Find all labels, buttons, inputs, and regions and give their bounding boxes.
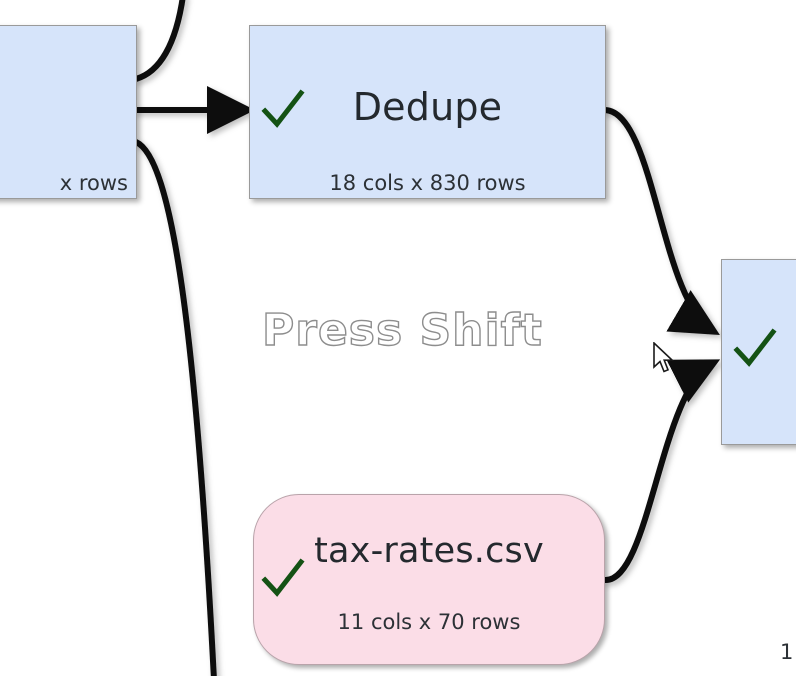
edge-left-upward[interactable] xyxy=(133,0,186,82)
check-icon xyxy=(261,558,305,602)
dedupe-node-subtitle: 18 cols x 830 rows xyxy=(329,171,526,195)
edge-csv-to-right[interactable] xyxy=(602,359,721,584)
edge-dedupe-to-right[interactable] xyxy=(602,107,720,336)
dedupe-node-title: Dedupe xyxy=(352,85,503,129)
right-node-subtitle: 1 xyxy=(780,640,794,664)
press-shift-hint: Press Shift xyxy=(261,304,543,356)
left-node-subtitle: x rows xyxy=(59,171,128,195)
tax-rates-csv-title: tax-rates.csv xyxy=(314,531,544,571)
check-icon xyxy=(733,328,777,372)
tax-rates-csv-subtitle: 11 cols x 70 rows xyxy=(337,610,521,634)
dedupe-node[interactable]: Dedupe 18 cols x 830 rows xyxy=(249,25,606,199)
edge-left-downward[interactable] xyxy=(133,139,217,676)
arrow-pointer-cursor xyxy=(652,341,678,376)
check-icon xyxy=(261,89,305,133)
tax-rates-csv-node[interactable]: tax-rates.csv 11 cols x 70 rows xyxy=(253,494,605,665)
partially-visible-left-node[interactable]: x rows xyxy=(0,25,137,199)
